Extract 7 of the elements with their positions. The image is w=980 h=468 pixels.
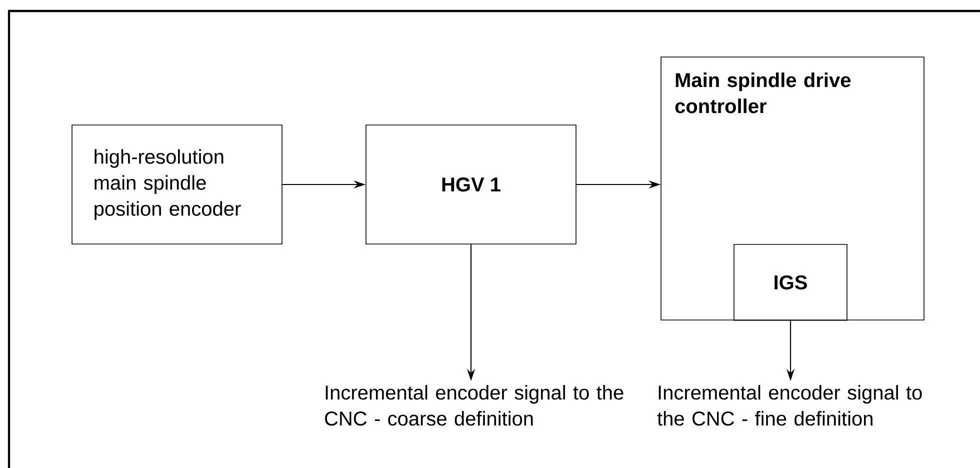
output-text: Incremental encoder signal to the CNC - coarse definition	[325, 385, 624, 426]
process-box: HGV 1	[366, 124, 576, 244]
heading-text: Main spindle drive controller	[675, 72, 851, 114]
output-text: Incremental encoder signal to the CNC - fine definition	[657, 385, 922, 426]
process-box: high-resolution main spindle position encoder	[72, 124, 282, 244]
controller-box	[660, 56, 924, 320]
process-box: IGS	[734, 244, 848, 321]
